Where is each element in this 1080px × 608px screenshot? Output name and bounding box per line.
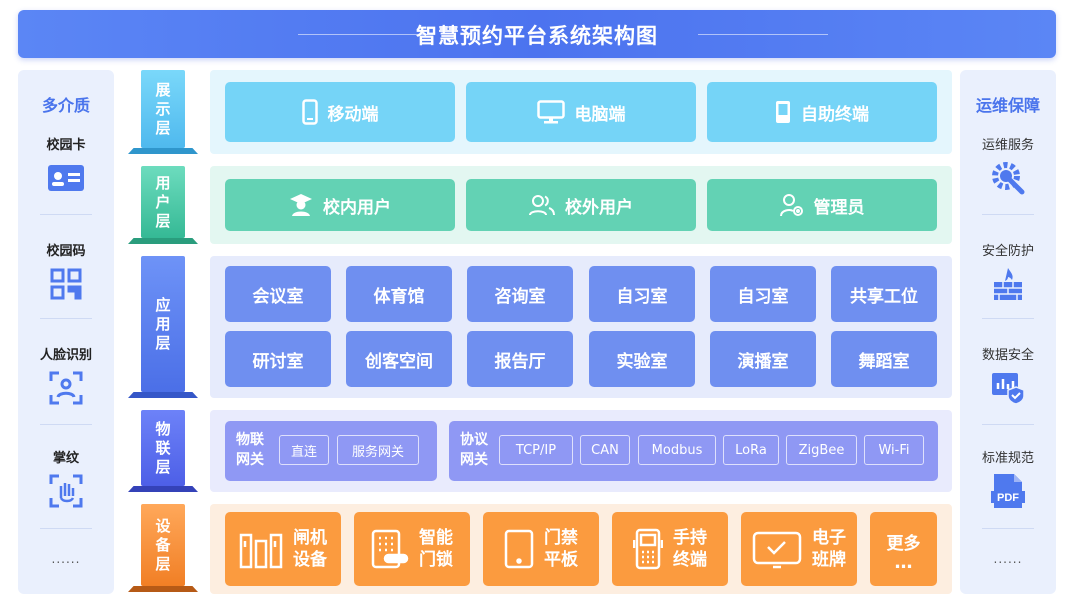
iot-layer-panel: 物联网关 直连 服务网关 协议网关 TCP/IP CAN Modbus LoRa… [210, 410, 952, 492]
media-more: ...... [51, 552, 81, 566]
app-room: 演播室 [710, 331, 816, 387]
app-room: 体育馆 [346, 266, 452, 322]
app-room: 报告厅 [467, 331, 573, 387]
media-item-face-recognition: 人脸识别 [18, 344, 114, 405]
pdf-doc-icon: PDF [989, 474, 1027, 508]
svg-text:PDF: PDF [997, 492, 1019, 504]
iot-gateway-box: 物联网关 直连 服务网关 [225, 421, 437, 481]
protocol-pill: LoRa [723, 435, 779, 465]
device-card-tablet: 门禁平板 [483, 512, 599, 586]
layer-base-app [128, 392, 198, 398]
gateway-pill: 直连 [279, 435, 329, 465]
users-icon [529, 195, 555, 216]
protocol-pill: Modbus [638, 435, 716, 465]
protocol-pill: ZigBee [786, 435, 857, 465]
display-card-mobile: 移动端 [225, 82, 455, 142]
title-line-left [298, 34, 428, 35]
media-item-campus-code: 校园码 [18, 240, 114, 301]
layer-base-device [128, 586, 198, 592]
divider [40, 528, 92, 529]
user-card-admin: 管理员 [707, 179, 937, 231]
face-scan-icon [47, 371, 85, 405]
divider [982, 528, 1034, 529]
protocol-pill: TCP/IP [499, 435, 573, 465]
app-room: 创客空间 [346, 331, 452, 387]
app-room: 研讨室 [225, 331, 331, 387]
device-card-class-board: 电子班牌 [741, 512, 857, 586]
display-card-kiosk: 自助终端 [707, 82, 937, 142]
ops-more: ...... [993, 552, 1023, 566]
protocol-gateway-label: 协议网关 [460, 432, 488, 468]
iot-gateway-label: 物联网关 [236, 432, 264, 468]
ops-heading: 运维保障 [975, 96, 1040, 115]
ops-item-security: 安全防护 [960, 240, 1056, 301]
gear-wrench-icon [989, 161, 1027, 195]
title-bar: 智慧预约平台系统架构图 [18, 10, 1056, 58]
app-room: 自习室 [710, 266, 816, 322]
protocol-pill: Wi-Fi [864, 435, 924, 465]
user-card-external: 校外用户 [466, 179, 696, 231]
page-title: 智慧预约平台系统架构图 [416, 24, 658, 48]
divider [40, 318, 92, 319]
user-card-internal: 校内用户 [225, 179, 455, 231]
device-card-more: 更多 … [870, 512, 937, 586]
handheld-terminal-icon [633, 528, 663, 570]
device-card-gate: 闸机设备 [225, 512, 341, 586]
layer-label-display: 展示层 [141, 70, 185, 148]
protocol-gateway-box: 协议网关 TCP/IP CAN Modbus LoRa ZigBee Wi-Fi [449, 421, 938, 481]
device-layer-panel: 闸机设备 智能门锁 门禁平板 手持终端 电子班牌 更多 … [210, 504, 952, 594]
media-column: 多介质 校园卡 校园码 人脸识别 掌纹 ...... [18, 70, 114, 594]
divider [982, 318, 1034, 319]
layer-label-iot: 物联层 [141, 410, 185, 486]
tablet-icon [504, 529, 534, 569]
title-line-right [698, 34, 828, 35]
display-card-pc: 电脑端 [466, 82, 696, 142]
layer-label-user: 用户层 [141, 166, 185, 238]
palm-scan-icon [47, 474, 85, 508]
firewall-icon [989, 267, 1027, 301]
media-item-campus-card: 校园卡 [18, 134, 114, 195]
divider [982, 424, 1034, 425]
device-card-handheld: 手持终端 [612, 512, 728, 586]
class-board-icon [752, 531, 802, 569]
divider [982, 214, 1034, 215]
media-item-palm-print: 掌纹 [18, 447, 114, 508]
smart-lock-icon [371, 529, 409, 569]
app-room: 会议室 [225, 266, 331, 322]
app-room: 共享工位 [831, 266, 937, 322]
divider [40, 214, 92, 215]
app-layer-panel: 会议室 体育馆 咨询室 自习室 自习室 共享工位 研讨室 创客空间 报告厅 实验… [210, 256, 952, 398]
app-room: 咨询室 [467, 266, 573, 322]
graduate-icon [290, 194, 312, 216]
ops-column: 运维保障 运维服务 安全防护 数据安全 标准规范 PDF ...... [960, 70, 1056, 594]
ops-item-standards: 标准规范 PDF [960, 447, 1056, 508]
display-layer-panel: 移动端 电脑端 自助终端 [210, 70, 952, 154]
layer-base-display [128, 148, 198, 154]
monitor-icon [536, 100, 565, 124]
kiosk-icon [776, 101, 790, 123]
device-card-lock: 智能门锁 [354, 512, 470, 586]
turnstile-icon [239, 533, 283, 569]
layer-label-device: 设备层 [141, 504, 185, 586]
mobile-phone-icon [301, 99, 318, 125]
admin-icon [779, 194, 803, 217]
layer-label-app: 应用层 [141, 256, 185, 392]
ops-item-service: 运维服务 [960, 134, 1056, 195]
ops-item-data-security: 数据安全 [960, 344, 1056, 405]
app-room: 实验室 [589, 331, 695, 387]
data-shield-icon [989, 371, 1027, 405]
layer-base-user [128, 238, 198, 244]
gateway-pill: 服务网关 [337, 435, 419, 465]
layer-base-iot [128, 486, 198, 492]
app-room: 舞蹈室 [831, 331, 937, 387]
divider [40, 424, 92, 425]
user-layer-panel: 校内用户 校外用户 管理员 [210, 166, 952, 244]
protocol-pill: CAN [580, 435, 630, 465]
media-heading: 多介质 [41, 96, 90, 115]
app-room: 自习室 [589, 266, 695, 322]
qr-code-icon [47, 267, 85, 301]
id-card-icon [47, 161, 85, 195]
